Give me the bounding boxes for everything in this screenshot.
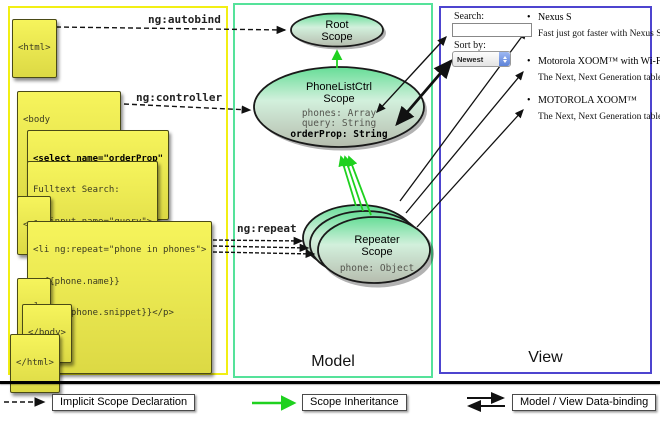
code-line: </html> [16,358,54,368]
legend-model-view-data-binding: Model / View Data-binding [512,394,657,411]
list-bullet: • [527,95,531,106]
dropdown-stepper-icon [499,52,510,66]
phone-item-title: Motorola XOOM™ with Wi-Fi [538,56,660,67]
list-bullet: • [527,12,531,23]
view-column-label: View [528,349,563,366]
sort-dropdown[interactable]: Newest [452,51,511,67]
stepper-up-arrow-icon [502,55,507,59]
sort-by-label: Sort by: [454,40,486,51]
code-line: <select name="orderProp" [33,154,164,164]
phone-item-title: MOTOROLA XOOM™ [538,95,637,106]
code-box-html-open: <html> [12,19,57,78]
legend-scope-inheritance: Scope Inheritance [302,394,407,411]
code-line: </body> [28,328,66,338]
repeat-label: ng:repeat [237,222,297,235]
code-line: <li ng:repeat="phone in phones"> [33,245,207,255]
autobind-label: ng:autobind [148,13,221,26]
search-input[interactable] [452,23,532,37]
phone-item-title: Nexus S [538,12,572,23]
controller-label: ng:controller [136,91,223,104]
phone-item-desc: Fast just got faster with Nexus S. [538,29,660,39]
code-line: <html> [18,43,51,53]
list-bullet: • [527,56,531,67]
code-line: Fulltext Search: [33,185,120,195]
legend-implicit-scope-declaration: Implicit Scope Declaration [52,394,196,411]
search-label: Search: [454,11,484,22]
code-line: <p>{{phone.snippet}}</p> [33,308,174,318]
stepper-down-arrow-icon [502,59,507,63]
legend-divider [0,381,660,384]
phone-item-desc: The Next, Next Generation tablet. [538,112,660,122]
model-column: Model [233,3,433,378]
phone-item-desc: The Next, Next Generation tablet. [538,73,660,83]
sort-dropdown-value: Newest [457,54,484,64]
code-line: {{phone.name}} [33,276,120,287]
model-column-label: Model [311,353,355,370]
code-line: <body [23,115,51,125]
